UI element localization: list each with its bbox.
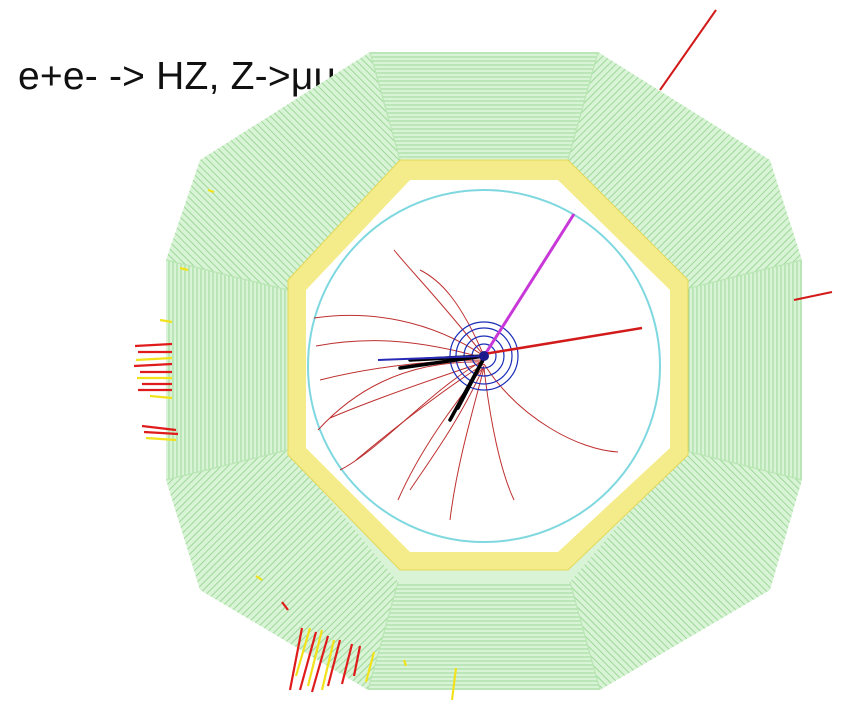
calorimeter-sector-bottom [368,582,600,690]
muon-exit-right [793,291,833,301]
energy-deposits-bottom [255,575,458,701]
calorimeter-sector-left [166,260,288,480]
calorimeter-sector-bottom-left [166,450,398,690]
track-curves [313,249,619,521]
calorimeter-sector-right [682,260,802,480]
energy-deposits-left [133,188,215,442]
event-title: e+e- -> HZ, Z->μμ [18,55,337,98]
muon-track-magenta [482,213,576,357]
muon-exit-top [659,9,717,91]
jet-track-blue [377,355,485,361]
calorimeter-sector-top-right [568,52,802,290]
calorimeter-sector-top [370,52,598,160]
calorimeter-sector-bottom-right [570,450,802,690]
muon-track-red [483,326,643,356]
calorimeter-sector-top-left [166,52,400,290]
primary-vertex [479,351,489,361]
